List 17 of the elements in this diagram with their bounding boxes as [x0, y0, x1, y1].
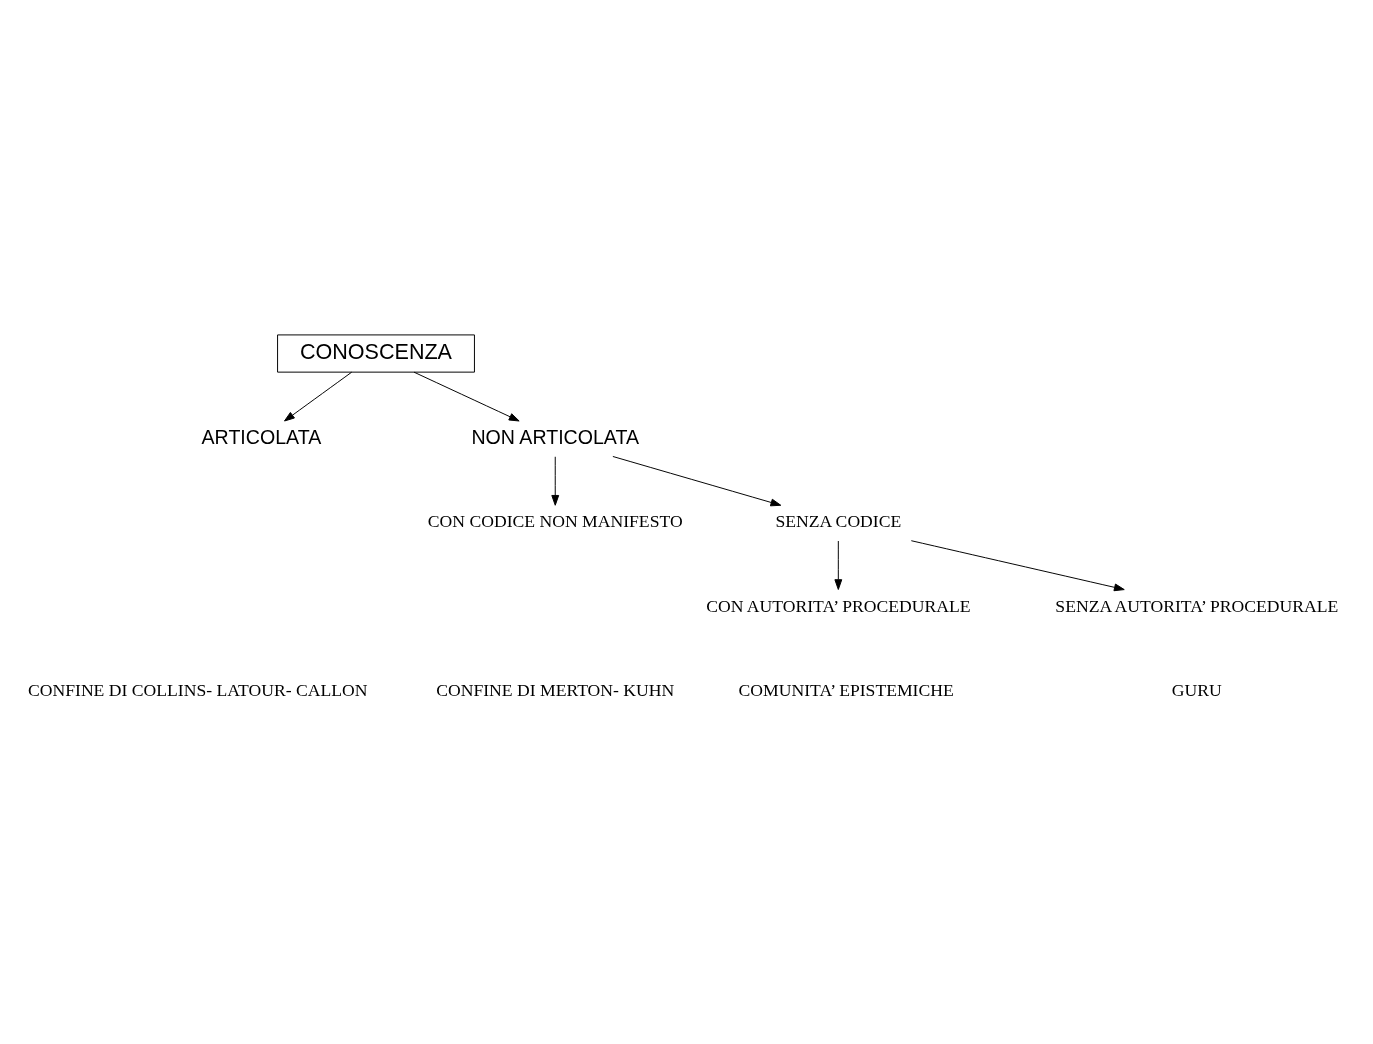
node-text: CON AUTORITA’ PROCEDURALE: [706, 595, 971, 616]
label: COMUNITA’ EPISTEMICHE: [738, 679, 954, 700]
node-text: CON CODICE NON MANIFESTO: [427, 511, 683, 532]
label: CONFINE DI COLLINS- LATOUR- CALLON: [28, 679, 368, 700]
arrow: [284, 371, 353, 422]
node-text: NON ARTICOLATA: [471, 425, 640, 448]
arrow: [910, 540, 1125, 592]
arrow: [612, 456, 782, 507]
node-box: CONOSCENZA: [277, 334, 475, 373]
node-text: SENZA AUTORITA’ PROCEDURALE: [1055, 595, 1339, 616]
arrow: [551, 456, 560, 506]
label: GURU: [1171, 679, 1222, 700]
arrow: [413, 371, 520, 422]
node-text: SENZA CODICE: [775, 511, 902, 532]
label: CONFINE DI MERTON- KUHN: [436, 679, 675, 700]
node-text: ARTICOLATA: [201, 425, 322, 448]
arrow: [834, 540, 843, 590]
